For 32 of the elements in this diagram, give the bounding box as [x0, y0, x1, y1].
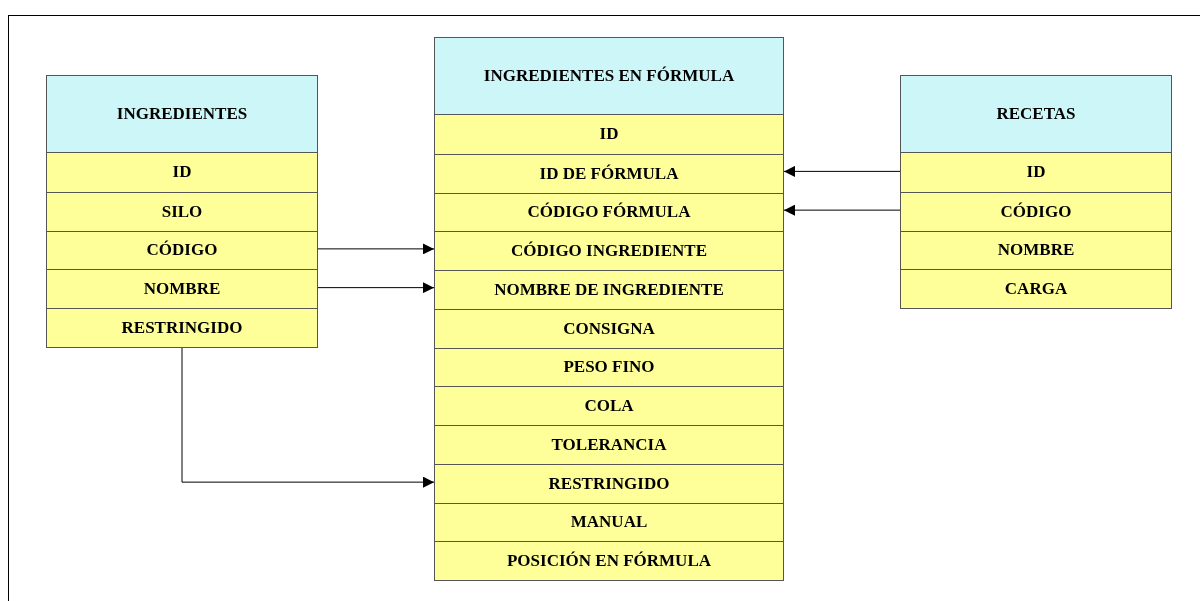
table-row: POSICIÓN EN FÓRMULA [435, 541, 783, 580]
entity-table [46, 75, 318, 348]
table-row: CARGA [901, 269, 1171, 308]
arrow [317, 243, 435, 255]
table-row: NOMBRE [47, 269, 317, 308]
arrow [783, 165, 901, 177]
table-row: ID [47, 153, 317, 192]
arrow [783, 204, 901, 216]
table-row: CÓDIGO INGREDIENTE [435, 231, 783, 270]
table-row: CONSIGNA [435, 308, 783, 348]
entity-table [900, 75, 1172, 309]
table-row: RESTRINGIDO [435, 463, 783, 503]
table-row: NOMBRE DE INGREDIENTE [435, 270, 783, 309]
table-row: RESTRINGIDO [47, 308, 317, 347]
table-row: ID [435, 115, 783, 154]
table-header: RECETAS [901, 76, 1171, 153]
table-header: INGREDIENTES [47, 76, 317, 153]
arrow [181, 345, 435, 488]
table-row: PESO FINO [435, 347, 783, 387]
table-row: SILO [47, 191, 317, 231]
table-row: CÓDIGO [901, 191, 1171, 231]
table-row: COLA [435, 386, 783, 425]
table-row: ID DE FÓRMULA [435, 153, 783, 193]
arrow [317, 282, 435, 294]
table-row: NOMBRE [901, 230, 1171, 270]
table-row: CÓDIGO [47, 230, 317, 270]
table-row: CÓDIGO FÓRMULA [435, 192, 783, 232]
table-row: MANUAL [435, 502, 783, 542]
entity-table [434, 37, 784, 581]
table-header: INGREDIENTES EN FÓRMULA [435, 38, 783, 115]
table-row: ID [901, 153, 1171, 192]
table-row: TOLERANCIA [435, 425, 783, 464]
